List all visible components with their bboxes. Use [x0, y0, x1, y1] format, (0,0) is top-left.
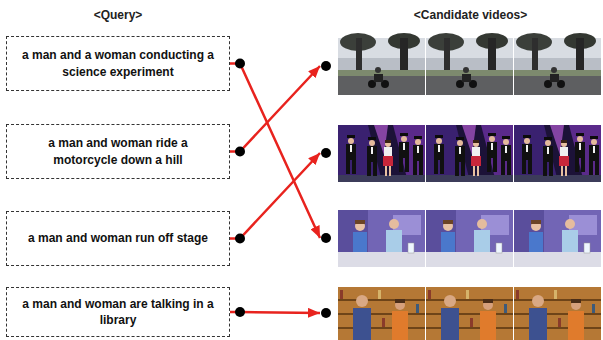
query-text: a man and a woman conducting a science e… — [17, 47, 219, 79]
column-heading: <Candidate videos> — [338, 8, 603, 22]
anchor-dot — [321, 148, 331, 158]
video-strip — [338, 210, 601, 267]
video-clip — [320, 124, 603, 182]
anchor-dot — [321, 233, 331, 243]
column-heading: <Query> — [6, 8, 230, 22]
query-text: a man and woman are talking in a library — [17, 296, 219, 328]
query-text: a man and woman ride a motorcycle down a… — [17, 135, 219, 167]
anchor-dot — [321, 61, 331, 71]
match-arrow — [230, 153, 320, 239]
query-box: a man and a woman conducting a science e… — [6, 36, 230, 91]
video-strip — [338, 125, 601, 182]
query-box: a man and woman are talking in a library — [6, 287, 230, 337]
match-arrow — [230, 64, 320, 239]
video-strip — [338, 33, 601, 95]
video-strip — [338, 287, 601, 340]
query-box: a man and woman ride a motorcycle down a… — [6, 124, 230, 179]
query-box: a man and woman run off stage — [6, 211, 230, 266]
video-clip — [320, 209, 603, 267]
anchor-dot — [321, 308, 331, 318]
anchor-dot — [235, 307, 245, 317]
video-clip — [320, 37, 603, 95]
anchor-dot — [235, 147, 245, 157]
match-arrow — [230, 66, 320, 152]
query-text: a man and woman run off stage — [28, 230, 208, 246]
video-clip — [320, 286, 603, 340]
anchor-dot — [235, 234, 245, 244]
anchor-dot — [235, 59, 245, 69]
